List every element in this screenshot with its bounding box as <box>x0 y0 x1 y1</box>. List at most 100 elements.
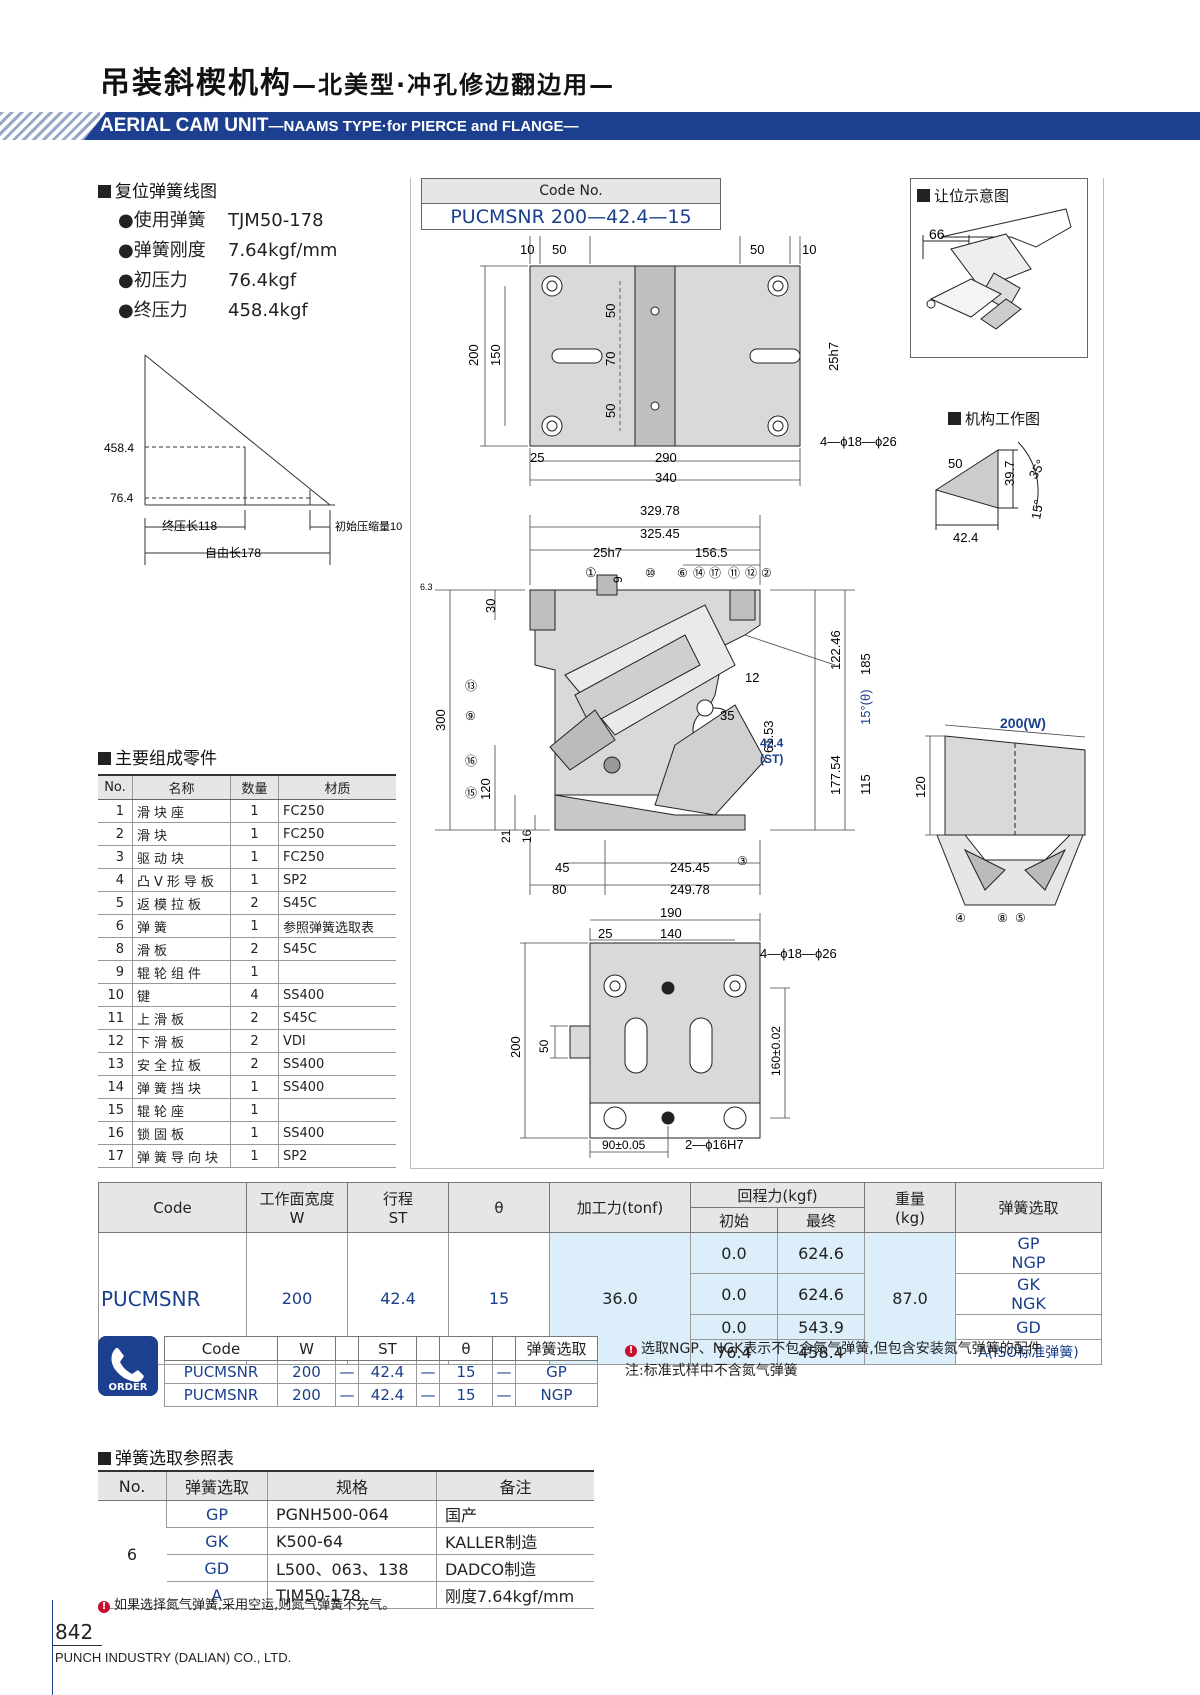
part-name: 弹簧 <box>132 914 231 938</box>
spring-note: !如果选择氮气弹簧,采用空运,则氮气弹簧不充气。 <box>98 1594 395 1613</box>
part-material: FC250 <box>278 799 396 823</box>
dim-177: 177.54 <box>828 755 843 795</box>
h-weight: 重量(kg) <box>864 1182 956 1233</box>
part-qty: 2 <box>230 1006 279 1030</box>
order-h-theta: θ <box>439 1336 493 1361</box>
dim-70: 70 <box>603 352 618 366</box>
callout-14: ⑭ <box>693 566 705 580</box>
spring-select: A <box>166 1581 268 1609</box>
part-name: 锁固板 <box>132 1121 231 1145</box>
y-label-initial: 76.4 <box>110 491 134 505</box>
order-spring: NGP <box>515 1383 598 1407</box>
work-dim-15deg: 15° <box>1028 499 1046 521</box>
order-st: 42.4 <box>358 1383 417 1407</box>
callout-11: ⑪ <box>728 566 740 580</box>
code-box: Code No. PUCMSNR 200—42.4—15 <box>421 178 721 230</box>
part-name: 键 <box>132 983 231 1007</box>
dim-340: 340 <box>655 470 677 485</box>
order-st: 42.4 <box>358 1360 417 1384</box>
part-no: 15 <box>98 1098 133 1122</box>
col-material: 材质 <box>278 774 396 800</box>
work-dim-35deg: 35° <box>1026 457 1049 482</box>
part-name: 返模拉板 <box>132 891 231 915</box>
part-no: 6 <box>98 914 133 938</box>
order-sep: — <box>416 1360 440 1384</box>
dim-30: 30 <box>483 599 498 613</box>
callout-16: ⑯ <box>465 754 477 768</box>
dim-45: 45 <box>555 860 569 875</box>
h-return: 回程力(kgf) <box>690 1182 865 1208</box>
parts-header-row: No. 名称 数量 材质 <box>98 774 396 800</box>
page-title: 吊装斜楔机构—北美型·冲孔修边翻边用— <box>100 66 616 101</box>
order-code: PUCMSNR <box>164 1383 278 1407</box>
return-end: 543.9 <box>777 1314 865 1340</box>
english-title: AERIAL CAM UNIT—NAAMS TYPE·for PIERCE an… <box>100 115 579 136</box>
spring-graph: 458.4 76.4 终压长118 初始压缩量10 自由长178 <box>104 354 402 565</box>
dim-50b: 50 <box>750 242 764 257</box>
y-label-final: 458.4 <box>104 441 134 455</box>
footer-rule <box>52 1600 53 1695</box>
part-no: 17 <box>98 1144 133 1168</box>
part-material: S45C <box>278 1006 396 1030</box>
clearance-title: 让位示意图 <box>917 185 1009 206</box>
spring-remark: DADCO制造 <box>436 1554 594 1582</box>
spring-option: GPNGP <box>955 1232 1102 1274</box>
part-name: 辊轮组件 <box>132 960 231 984</box>
callout-8: ⑧ <box>997 911 1008 925</box>
dim-150: 150 <box>488 344 503 366</box>
spring-table-heading: 弹簧选取参照表 <box>98 1444 234 1469</box>
order-w: 200 <box>277 1383 336 1407</box>
dim-holes-bottom: 4—ϕ18—ϕ26 <box>760 946 837 961</box>
part-qty: 1 <box>230 1121 279 1145</box>
order-code: PUCMSNR <box>164 1360 278 1384</box>
order-h-sep <box>492 1336 516 1361</box>
spring-option: GKNGK <box>955 1273 1102 1315</box>
order-h-sep <box>416 1336 440 1361</box>
work-dim-42: 42.4 <box>953 530 978 545</box>
part-name: 上滑板 <box>132 1006 231 1030</box>
spring-select: GP <box>166 1500 268 1528</box>
dim-16: 16 <box>520 829 534 843</box>
dim-300: 300 <box>433 709 448 731</box>
order-sep: — <box>492 1360 516 1384</box>
spring-h-select: 弹簧选取 <box>166 1470 268 1501</box>
spring-h-no: No. <box>98 1470 167 1501</box>
dim-50a: 50 <box>552 242 566 257</box>
callout-10: ⑩ <box>645 566 656 580</box>
spring-graph-heading: 复位弹簧线图 <box>98 177 217 202</box>
h-code: Code <box>98 1182 247 1233</box>
order-h-st: ST <box>358 1336 417 1361</box>
spring-remark: 国产 <box>436 1500 594 1528</box>
dim-pin-holes: 2—ϕ16H7 <box>685 1137 744 1152</box>
return-start: 76.4 <box>690 1339 778 1365</box>
order-h-spring: 弹簧选取 <box>515 1336 598 1361</box>
bottom-plan-view: 190 25 140 4—ϕ18—ϕ26 200 50 160±0.02 90±… <box>508 908 837 1158</box>
callout-4: ④ <box>955 911 966 925</box>
part-material: FC250 <box>278 845 396 869</box>
part-material: SS400 <box>278 1121 396 1145</box>
h-spring: 弹簧选取 <box>955 1182 1102 1233</box>
part-material: SS400 <box>278 1075 396 1099</box>
part-no: 8 <box>98 937 133 961</box>
part-material: VDI <box>278 1029 396 1053</box>
spring-table: No. 弹簧选取 规格 备注 6 GP PGNH500-064 国产 GK K5… <box>98 1470 594 1609</box>
callout-6: ⑥ <box>677 566 688 580</box>
dim-10b: 10 <box>802 242 816 257</box>
spec-weight: 87.0 <box>864 1232 956 1365</box>
drawing-frame <box>410 178 1104 1169</box>
code-box-value: PUCMSNR 200—42.4—15 <box>450 206 692 228</box>
free-length-label: 自由长178 <box>205 546 261 560</box>
dim-160: 160±0.02 <box>769 1026 783 1076</box>
callout-9: ⑨ <box>465 709 476 723</box>
callout-1: ① <box>585 565 597 580</box>
callout-15: ⑮ <box>465 786 477 800</box>
company-name: PUNCH INDUSTRY (DALIAN) CO., LTD. <box>55 1650 292 1665</box>
